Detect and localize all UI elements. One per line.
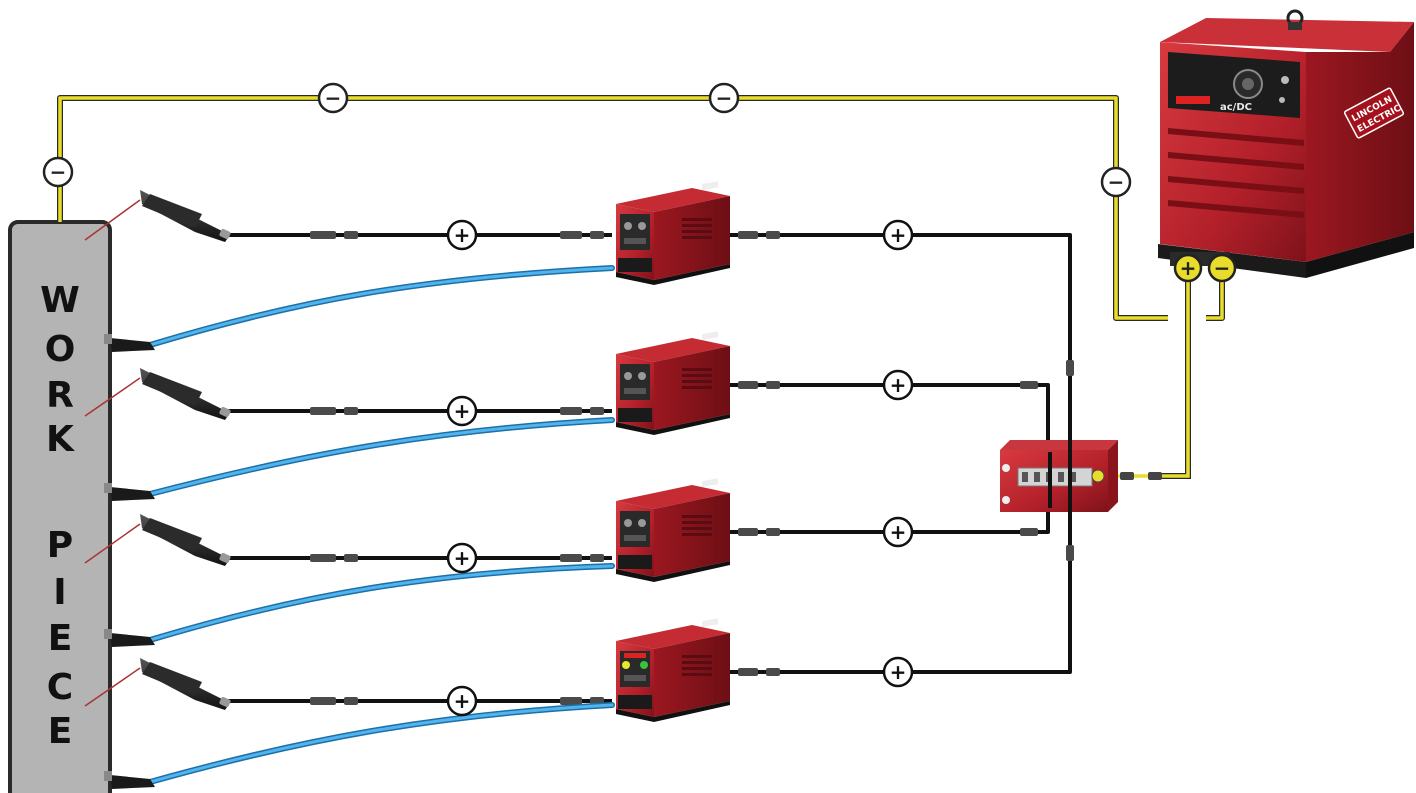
svg-text:−: −: [325, 86, 342, 110]
work-clamp: [104, 629, 155, 647]
negative-symbol: −: [42, 156, 74, 188]
positive-symbol: +: [882, 369, 914, 401]
svg-text:−: −: [1108, 170, 1125, 194]
holder-leads: [84, 199, 141, 707]
electrode-holder: [140, 514, 231, 566]
svg-text:+: +: [890, 223, 907, 247]
svg-text:−: −: [716, 86, 733, 110]
electrode-cables: [225, 233, 612, 703]
workpiece-letter: C: [47, 667, 73, 708]
control-cables: [147, 265, 615, 785]
workpiece-letter: K: [46, 419, 75, 460]
svg-text:+: +: [454, 689, 471, 713]
positive-symbol: +: [882, 219, 914, 251]
svg-text:−: −: [50, 160, 67, 184]
svg-text:+: +: [1180, 256, 1197, 280]
workpiece-letter: O: [45, 329, 76, 370]
workpiece-letter: E: [48, 618, 73, 659]
svg-text:+: +: [890, 520, 907, 544]
wire-feeder-unit: [616, 618, 730, 722]
svg-text:+: +: [454, 546, 471, 570]
negative-symbol: −: [708, 82, 740, 114]
polarity-symbols: − − − − + − + +: [42, 82, 1237, 717]
power-source: ac/DC LINCOLN ELECTRIC: [1158, 9, 1414, 278]
wire-feeder-unit: [616, 181, 730, 285]
work-clamp: [104, 334, 155, 352]
electrode-holder: [140, 658, 231, 710]
wire-feeder-unit: [616, 478, 730, 582]
positive-terminal-symbol: +: [1173, 253, 1203, 283]
positive-symbol: +: [882, 516, 914, 548]
distribution-box: [1000, 440, 1118, 515]
electrode-holder: [140, 190, 231, 242]
svg-text:−: −: [1214, 256, 1231, 280]
work-clamp: [104, 483, 155, 501]
cable-connectors: [310, 231, 1074, 705]
workpiece-letter: R: [46, 375, 74, 416]
negative-symbol: −: [1100, 166, 1132, 198]
workpiece-letter: E: [48, 711, 73, 752]
svg-text:+: +: [454, 399, 471, 423]
workpiece-letter: W: [40, 280, 80, 321]
work-clamp: [104, 771, 155, 789]
wire-feeder-unit: [616, 331, 730, 435]
positive-symbol: +: [882, 656, 914, 688]
lincoln-logo: LINCOLN ELECTRIC: [1343, 87, 1405, 139]
workpiece-letter: P: [47, 525, 73, 566]
power-source-model-label: ac/DC: [1220, 102, 1252, 113]
negative-symbol: −: [317, 82, 349, 114]
negative-work-cable: [57, 95, 1225, 321]
positive-symbol: +: [446, 542, 478, 574]
positive-symbol: +: [446, 395, 478, 427]
svg-text:+: +: [890, 373, 907, 397]
positive-symbol: +: [446, 219, 478, 251]
positive-symbol: +: [446, 685, 478, 717]
positive-source-cable: [1104, 266, 1191, 480]
negative-terminal-symbol: −: [1207, 253, 1237, 283]
workpiece-letter: I: [53, 572, 66, 613]
electrode-holder: [140, 368, 231, 420]
workpiece: W O R K P I E C E: [8, 220, 112, 793]
svg-text:+: +: [890, 660, 907, 684]
svg-text:+: +: [454, 223, 471, 247]
